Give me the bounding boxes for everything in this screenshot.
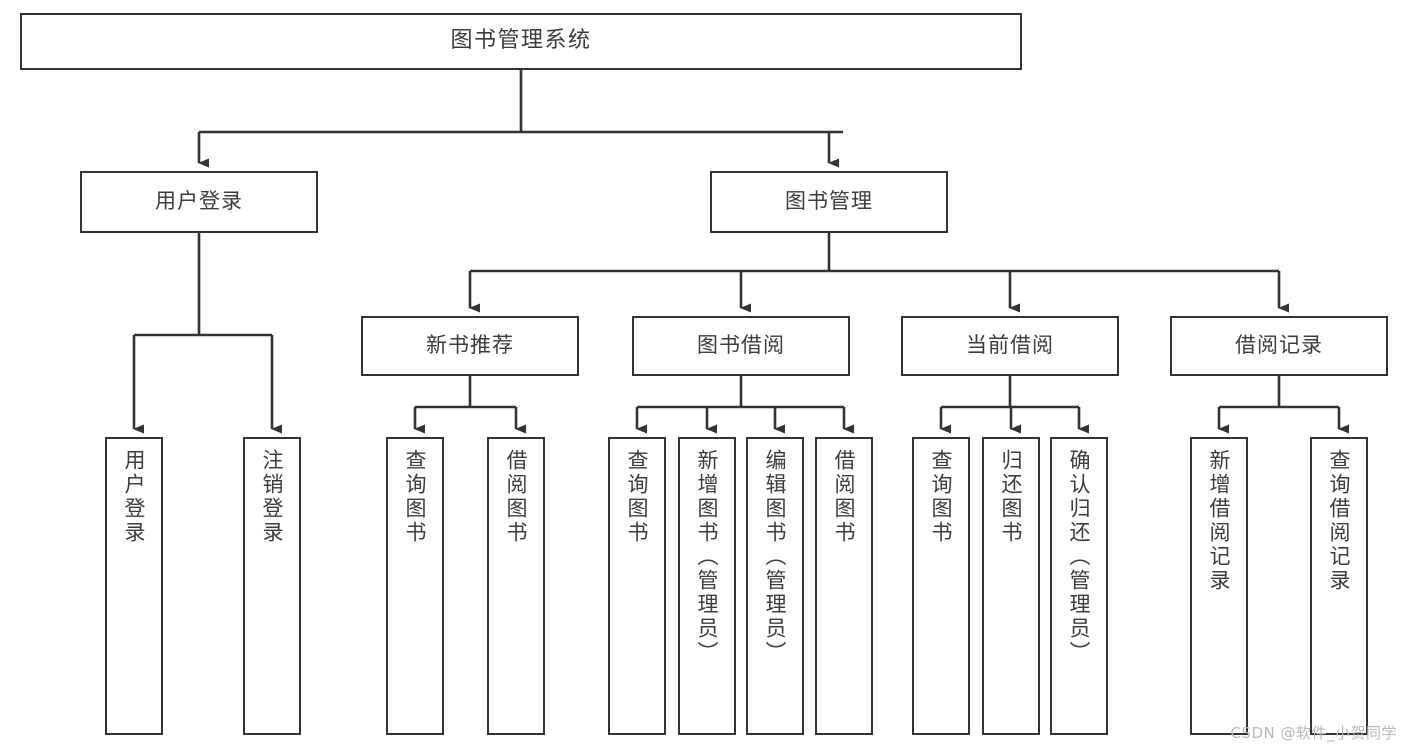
node-leaf-query-book-current[interactable]: 查询图书: [912, 437, 970, 735]
node-label: 图书管理系统: [450, 28, 592, 54]
csdn-watermark: CSDN @软件_小贺同学: [1230, 724, 1397, 742]
node-current-borrow[interactable]: 当前借阅: [901, 316, 1119, 376]
node-leaf-return-book[interactable]: 归还图书: [982, 437, 1040, 735]
node-label: 用户登录: [122, 449, 147, 545]
node-book-management[interactable]: 图书管理: [710, 171, 948, 233]
node-leaf-borrow-book-recommend[interactable]: 借阅图书: [487, 437, 545, 735]
node-label: 注销登录: [260, 449, 285, 545]
node-label: 确认归还（管理员）: [1067, 449, 1092, 665]
node-label: 图书借阅: [697, 333, 785, 358]
node-label: 新增图书（管理员）: [695, 449, 720, 665]
node-root-system[interactable]: 图书管理系统: [20, 13, 1022, 70]
node-label: 借阅图书: [504, 449, 529, 545]
node-label: 编辑图书（管理员）: [763, 449, 788, 665]
node-leaf-query-book-recommend[interactable]: 查询图书: [386, 437, 444, 735]
node-borrow-records[interactable]: 借阅记录: [1170, 316, 1388, 376]
node-label: 归还图书: [999, 449, 1024, 545]
node-label: 借阅记录: [1235, 333, 1323, 358]
node-user-login[interactable]: 用户登录: [80, 171, 318, 233]
node-label: 查询图书: [403, 449, 428, 545]
node-leaf-add-borrow-record[interactable]: 新增借阅记录: [1190, 437, 1248, 735]
node-label: 图书管理: [785, 189, 873, 214]
node-label: 查询图书: [929, 449, 954, 545]
node-label: 查询图书: [625, 449, 650, 545]
node-new-book-recommend[interactable]: 新书推荐: [361, 316, 579, 376]
node-leaf-query-borrow-record[interactable]: 查询借阅记录: [1310, 437, 1368, 735]
node-leaf-query-book-borrow[interactable]: 查询图书: [608, 437, 666, 735]
node-book-borrow[interactable]: 图书借阅: [632, 316, 850, 376]
node-leaf-edit-book[interactable]: 编辑图书（管理员）: [746, 437, 804, 735]
node-label: 借阅图书: [832, 449, 857, 545]
node-leaf-borrow-book[interactable]: 借阅图书: [815, 437, 873, 735]
node-label: 新书推荐: [426, 333, 514, 358]
node-leaf-add-book[interactable]: 新增图书（管理员）: [678, 437, 736, 735]
node-label: 用户登录: [155, 189, 243, 214]
node-label: 当前借阅: [966, 333, 1054, 358]
node-leaf-logout[interactable]: 注销登录: [243, 437, 301, 735]
node-label: 查询借阅记录: [1327, 449, 1352, 593]
node-leaf-user-login[interactable]: 用户登录: [105, 437, 163, 735]
node-label: 新增借阅记录: [1207, 449, 1232, 593]
node-leaf-confirm-return[interactable]: 确认归还（管理员）: [1050, 437, 1108, 735]
